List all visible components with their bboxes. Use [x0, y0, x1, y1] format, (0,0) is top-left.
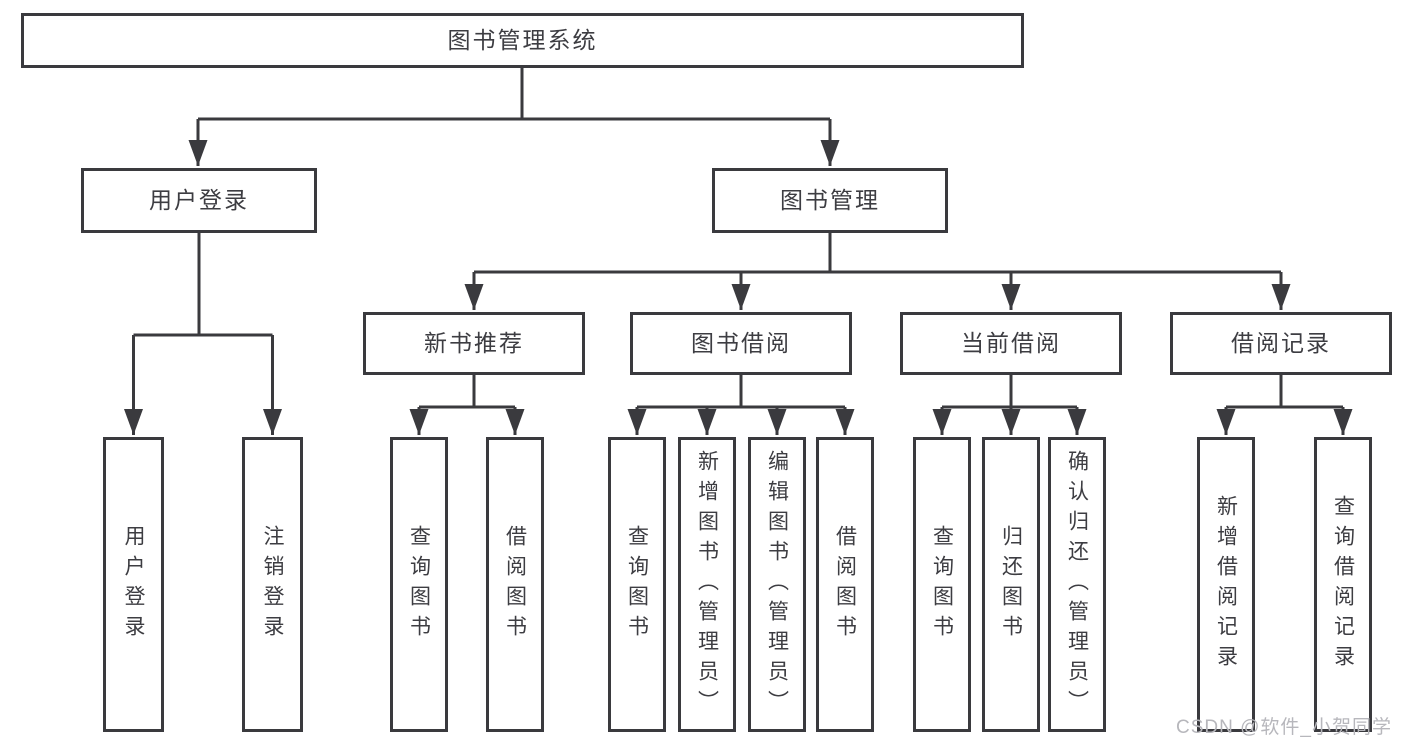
csdn-watermark: CSDN @软件_小贺同学 [1176, 717, 1392, 738]
connector-book-borrow-to-leaves [627, 375, 855, 435]
node-book-management: 图书管理 [712, 168, 948, 233]
leaf-borrow-add-book-admin: 新增图书（管理员） [678, 437, 736, 732]
node-user-login: 用户登录 [81, 168, 317, 233]
node-label: 查询图书 [407, 524, 431, 645]
node-current-borrow: 当前借阅 [900, 312, 1122, 375]
node-label: 借阅图书 [833, 524, 857, 645]
node-label: 查询图书 [625, 524, 649, 645]
node-label: 新书推荐 [424, 330, 524, 356]
node-label: 图书管理 [780, 187, 880, 213]
leaf-user-login: 用户登录 [103, 437, 164, 732]
node-label: 编辑图书（管理员） [765, 449, 789, 720]
node-label: 新增图书（管理员） [695, 449, 719, 720]
node-label: 借阅记录 [1231, 330, 1331, 356]
node-label: 注销登录 [261, 524, 284, 645]
connector-user-login-to-leaves [124, 233, 282, 435]
node-system-root: 图书管理系统 [21, 13, 1024, 68]
node-label: 确认归还（管理员） [1065, 449, 1089, 720]
leaf-recommend-query-books: 查询图书 [390, 437, 448, 732]
leaf-current-confirm-return-admin: 确认归还（管理员） [1048, 437, 1106, 732]
node-label: 用户登录 [149, 187, 249, 213]
leaf-logout: 注销登录 [242, 437, 303, 732]
leaf-current-query-books: 查询图书 [913, 437, 971, 732]
leaf-current-return-books: 归还图书 [982, 437, 1040, 732]
node-label: 当前借阅 [961, 330, 1061, 356]
connector-book-management-to-level3 [464, 233, 1291, 310]
connector-borrow-records-to-leaves [1216, 375, 1353, 435]
leaf-borrow-edit-book-admin: 编辑图书（管理员） [748, 437, 806, 732]
leaf-records-query-borrow-record: 查询借阅记录 [1314, 437, 1372, 732]
node-label: 图书借阅 [691, 330, 791, 356]
node-label: 查询图书 [930, 524, 954, 645]
node-label: 查询借阅记录 [1331, 494, 1355, 675]
node-borrow-records: 借阅记录 [1170, 312, 1392, 375]
leaf-borrow-query-books: 查询图书 [608, 437, 666, 732]
connector-root-to-level2 [188, 68, 840, 166]
leaf-borrow-borrow-books: 借阅图书 [816, 437, 874, 732]
node-label: 归还图书 [999, 524, 1023, 645]
node-label: 用户登录 [122, 524, 145, 645]
node-label: 图书管理系统 [447, 27, 598, 53]
node-new-book-recommend: 新书推荐 [363, 312, 585, 375]
leaf-records-add-borrow-record: 新增借阅记录 [1197, 437, 1255, 732]
node-book-borrow: 图书借阅 [630, 312, 852, 375]
leaf-recommend-borrow-books: 借阅图书 [486, 437, 544, 732]
node-label: 新增借阅记录 [1214, 494, 1238, 675]
connector-current-borrow-to-leaves [932, 375, 1087, 435]
connector-new-book-recommend-to-leaves [409, 375, 525, 435]
node-label: 借阅图书 [503, 524, 527, 645]
